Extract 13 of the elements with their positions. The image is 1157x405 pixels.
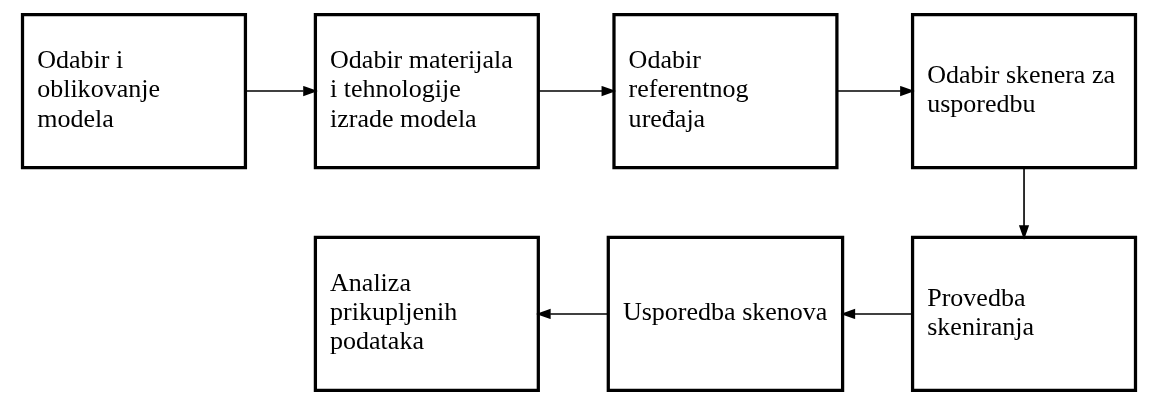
- arrow: [839, 308, 913, 320]
- arrow: [244, 85, 318, 97]
- node-box: Analiza prikupljenih podataka: [313, 235, 540, 393]
- node-box: Provedba skeniranja: [910, 235, 1137, 393]
- arrow: [537, 85, 616, 97]
- node-box: Odabir referentnog uređaja: [611, 12, 839, 170]
- node-box: Odabir i oblikovanje modela: [20, 12, 247, 170]
- arrow: [835, 85, 915, 97]
- node-box: Odabir materijala i tehnologije izrade modela: [313, 12, 540, 170]
- node-box: Odabir skenera za usporedbu: [910, 12, 1137, 170]
- node-box: Usporedba skenova: [606, 235, 844, 393]
- arrow: [535, 308, 609, 320]
- arrow: [1018, 166, 1029, 240]
